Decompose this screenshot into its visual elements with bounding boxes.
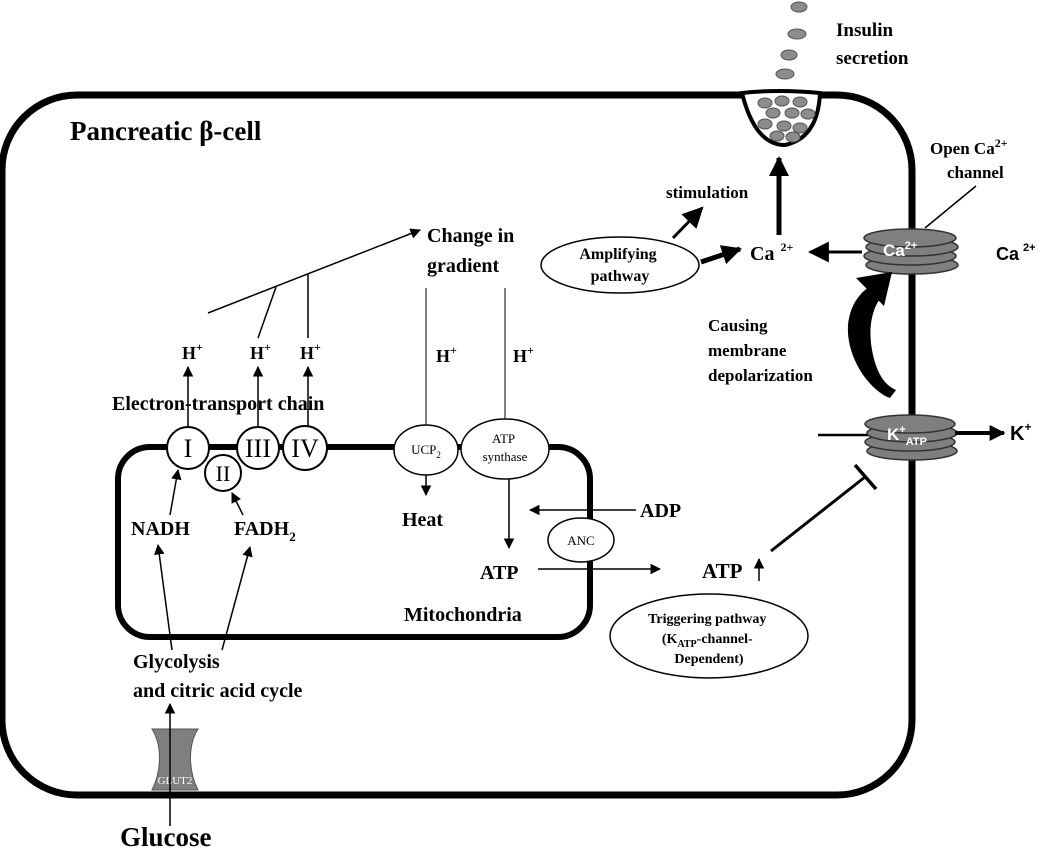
depolarization-arrowhead [856,272,892,306]
proton-label-iv: H+ [300,340,321,363]
secreted-granules [775,1,808,80]
triggering-pathway-node [609,593,809,679]
atp-inner-label: ATP [480,562,519,584]
gradient-branch-iii [257,286,277,339]
glut2-transporter [151,728,199,791]
depolarization-label: Causing membrane depolarization [708,316,813,385]
depolarization-arrow-body [847,285,896,398]
mitochondria-label: Mitochondria [404,604,522,626]
gradient-arrow [207,228,421,314]
katp-inner-label: K+ATP [887,424,927,448]
ca-channel-inner-label: Ca2+ [883,240,917,260]
complex-i-label: I [184,434,193,463]
glut2-label: GLUT2 [158,775,193,787]
glycolysis-to-fadh2 [221,545,253,651]
etc-complexes [166,425,328,492]
complex-iii [236,426,280,470]
glycolysis-label: Glycolysis and citric acid cycle [133,651,303,702]
open-ca-channel-label: Open Ca2+ channel [930,132,1012,182]
complex-iv [282,425,328,471]
nadh-label: NADH [131,518,190,540]
adp-label: ADP [640,500,681,522]
ca-channel-pointer [924,185,977,229]
proton-label-ucp: H+ [436,343,457,366]
atp-synthase-label: ATP synthase [483,431,528,464]
anc [547,517,615,563]
atp-outer-label: ATP [702,559,743,583]
atp-synthase [460,418,550,480]
ucp2-label: UCP2 [411,442,441,460]
glucose-label: Glucose [120,822,212,848]
ca-channel [863,228,959,275]
proton-label-i: H+ [182,340,203,363]
amplifying-pathway-node [540,236,700,294]
amplifying-pathway-label: Amplifying pathway [579,246,660,285]
k-outside-label: K+ [1010,420,1031,445]
proton-label-iii: H+ [250,340,271,363]
stimulation-label: stimulation [666,183,749,202]
complex-ii [204,454,242,492]
heat-label: Heat [402,509,443,531]
atp-inhibition-bar [853,463,878,491]
nadh-to-complex-i [169,468,182,516]
etc-label: Electron-transport chain [112,393,324,415]
complex-iii-label: III [245,434,271,463]
fadh2-label: FADH2 [234,518,296,544]
glycolysis-to-nadh [154,543,173,651]
stimulation-arrow [671,206,704,240]
insulin-secretion-label: Insulin secretion [836,20,909,69]
change-in-gradient-label: Change in gradient [427,225,519,277]
anc-label: ANC [567,533,594,548]
ca-to-amplifying-arrow [700,245,742,265]
katp-channel [864,414,958,461]
complex-iv-label: IV [291,434,319,463]
vesicle-granules [757,95,816,143]
complex-i [166,426,210,470]
fadh2-to-complex-ii [231,492,244,516]
triggering-pathway-label: Triggering pathway (KATP-channel- Depend… [648,612,770,667]
proton-label-atp-synthase: H+ [513,343,534,366]
atp-inhibition-line [770,475,866,553]
cell-title: Pancreatic β-cell [70,116,262,146]
complex-ii-label: II [216,461,231,486]
